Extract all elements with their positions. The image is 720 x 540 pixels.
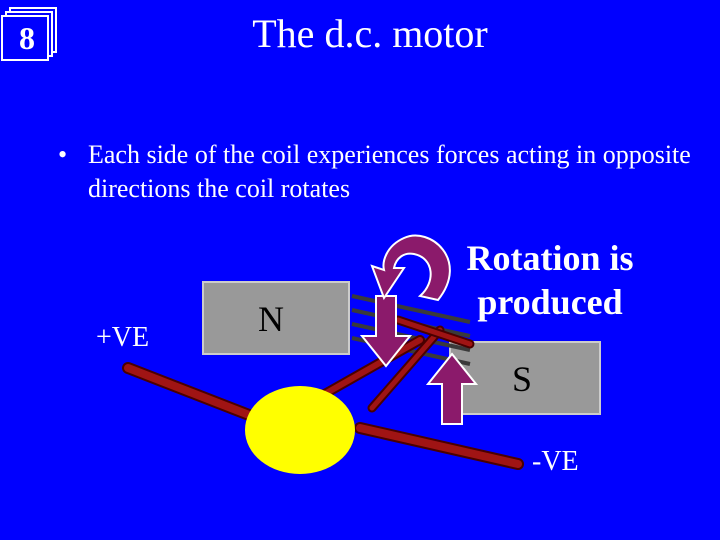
bullet-marker: • — [58, 140, 68, 169]
force-up-arrow-icon — [425, 352, 479, 425]
slide-number-badge-icon — [1, 7, 57, 61]
negative-terminal-label: -VE — [532, 446, 579, 477]
north-pole-label: N — [258, 299, 284, 339]
bullet-text: Each side of the coil experiences forces… — [88, 140, 691, 203]
positive-terminal-label: +VE — [96, 322, 150, 353]
rotation-arrow-icon — [370, 234, 451, 302]
slide-number: 8 — [19, 20, 35, 56]
slide-title: The d.c. motor — [252, 11, 488, 56]
commutator — [245, 386, 355, 474]
north-magnet — [202, 281, 350, 355]
south-pole-label: S — [512, 359, 533, 399]
south-magnet — [449, 341, 601, 415]
force-down-arrow-icon — [359, 295, 413, 368]
rotation-label: Rotation is produced — [466, 238, 634, 322]
